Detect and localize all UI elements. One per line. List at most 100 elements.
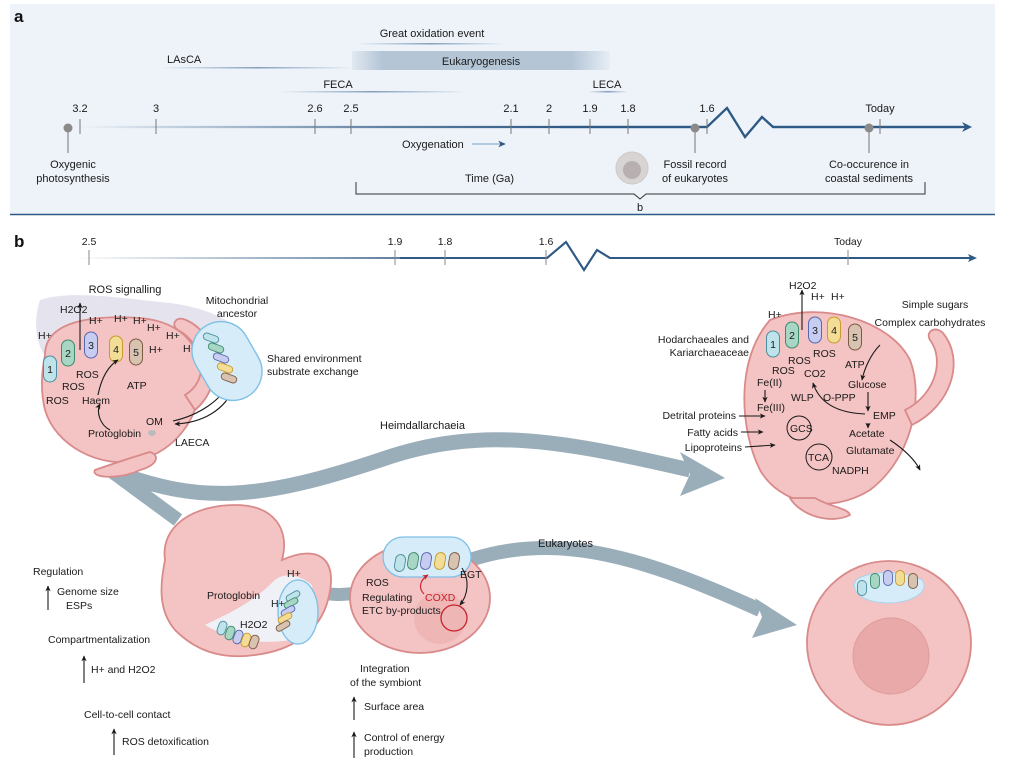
event-oxygenic-photosynthesis: Oxygenic photosynthesis: [36, 123, 110, 185]
feca-range: [278, 91, 468, 93]
event-marker: [864, 123, 874, 133]
eukaryotes-arrowhead: [752, 598, 797, 638]
lasca-range: [160, 67, 355, 69]
hplus-label: H+: [287, 568, 301, 580]
tca-cycle: [805, 443, 833, 471]
surface-area-label: Surface area: [364, 701, 424, 713]
leca-label: LECA: [593, 79, 622, 91]
tick-label: Today: [834, 236, 863, 248]
fe2-label: Fe(II): [757, 377, 782, 389]
complex-3: [419, 552, 433, 570]
complex-number: 1: [47, 364, 53, 376]
energy-line-1: Control of energy: [364, 732, 445, 744]
hplus-label: H+: [133, 315, 147, 327]
glutamate-label: Glutamate: [846, 445, 895, 457]
event-co-occurrence: Co-occurence in coastal sediments: [825, 123, 914, 185]
complex-4: [433, 552, 447, 570]
evolution-steps: Regulation Genome size ESPs Compartmenta…: [33, 566, 445, 758]
complex-number: 3: [88, 340, 94, 352]
complex-2: [207, 342, 225, 354]
nadph-label: NADPH: [832, 465, 869, 477]
h2o2-label: H2O2: [240, 619, 268, 631]
nucleus-marker: [440, 604, 468, 632]
complex-3: [212, 352, 230, 364]
complex-number: 1: [770, 339, 776, 351]
sugar-uptake-arrow: [860, 344, 881, 381]
glucose-label: Glucose: [848, 379, 887, 391]
time-axis-label: Time (Ga): [465, 173, 514, 185]
oxygenic-line-2: photosynthesis: [36, 173, 110, 185]
complex-2: [224, 625, 236, 641]
ros-label: ROS: [788, 355, 811, 367]
mitochondrial-ancestor: Mitochondrial ancestor Shared environmen…: [191, 295, 362, 402]
protoglobin-label: Protoglobin: [207, 590, 260, 602]
cooccurrence-line-2: coastal sediments: [825, 173, 914, 185]
ros-detox-label: ROS detoxification: [122, 736, 209, 748]
hplus-label: H+: [831, 291, 845, 303]
tick-label: 3.2: [72, 103, 87, 115]
complex-5: [275, 620, 291, 632]
tick-label: Today: [865, 103, 895, 115]
co2-label: CO2: [804, 368, 826, 380]
hplus-label: H+: [147, 322, 161, 334]
complex-number: 5: [133, 347, 139, 359]
complex-number: 2: [789, 330, 795, 342]
complex-1: [202, 332, 220, 344]
complex-4: [827, 316, 841, 344]
regulating-line-1: Regulating: [362, 592, 412, 604]
complex-2: [61, 339, 75, 367]
regulation-label: Regulation: [33, 566, 83, 578]
ros-label: ROS: [772, 365, 795, 377]
complex-4: [895, 570, 905, 586]
input-fatty-acids: Fatty acids: [687, 427, 738, 439]
complex-number: 3: [812, 325, 818, 337]
h2o2-label: H2O2: [60, 304, 88, 316]
complex-5: [129, 338, 143, 366]
laeca-label: LAECA: [175, 437, 209, 449]
symbiont-cell: ROS EGT COXD Regulating ETC by-products: [349, 536, 491, 654]
oxygenation-label: Oxygenation: [402, 139, 464, 151]
great-oxidation-range: [356, 43, 506, 45]
feca-label: FECA: [323, 79, 353, 91]
timeline-arrowhead: [962, 122, 972, 132]
complex-5: [447, 552, 461, 570]
gcs-cycle: [786, 415, 812, 441]
sugars-line-1: Simple sugars: [902, 299, 969, 311]
panel-a: a Great oxidation event LAsCA Eukaryogen…: [10, 4, 995, 216]
hplus-label: H+: [114, 313, 128, 325]
panel-a-label: a: [14, 7, 24, 26]
egt-label: EGT: [460, 569, 482, 581]
complex-number: 4: [113, 344, 119, 356]
genome-size-label: Genome size: [57, 586, 119, 598]
haem-label: Haem: [82, 395, 110, 407]
tick-label: 2.6: [307, 103, 322, 115]
regulating-line-2: ETC by-products: [362, 605, 441, 617]
complex-3: [883, 570, 893, 586]
hplus-label: H+: [271, 598, 285, 610]
sugars-line-2: Complex carbohydrates: [875, 317, 986, 329]
archaeal-cell-body: [41, 316, 202, 464]
engulfment-cell: Protoglobin H+ H+ H2O2: [160, 504, 332, 658]
complex-1: [857, 580, 867, 596]
complex-2: [406, 552, 420, 570]
heimdallarchaeia-label: Heimdallarchaeia: [380, 420, 466, 432]
oxygenic-line-1: Oxygenic: [50, 159, 96, 171]
lineage-line-1: Hodarchaeales and: [658, 334, 749, 346]
complex-1: [43, 355, 57, 383]
input-lipoproteins: Lipoproteins: [685, 442, 742, 454]
atp-label: ATP: [845, 359, 865, 371]
fe3-label: Fe(III): [757, 402, 785, 414]
panel-b-bracket: [355, 182, 926, 200]
ros-label: ROS: [813, 348, 836, 360]
event-marker: [690, 123, 700, 133]
complex-4: [216, 362, 234, 374]
complex-1: [393, 554, 407, 572]
complex-2: [870, 573, 880, 589]
tick-label: 2: [546, 103, 552, 115]
complex-1: [216, 620, 228, 636]
tick-label: 2.5: [343, 103, 358, 115]
shared-env-line-1: Shared environment: [267, 353, 362, 365]
tca-label: TCA: [808, 452, 829, 464]
hplus-label: H+: [768, 309, 782, 321]
